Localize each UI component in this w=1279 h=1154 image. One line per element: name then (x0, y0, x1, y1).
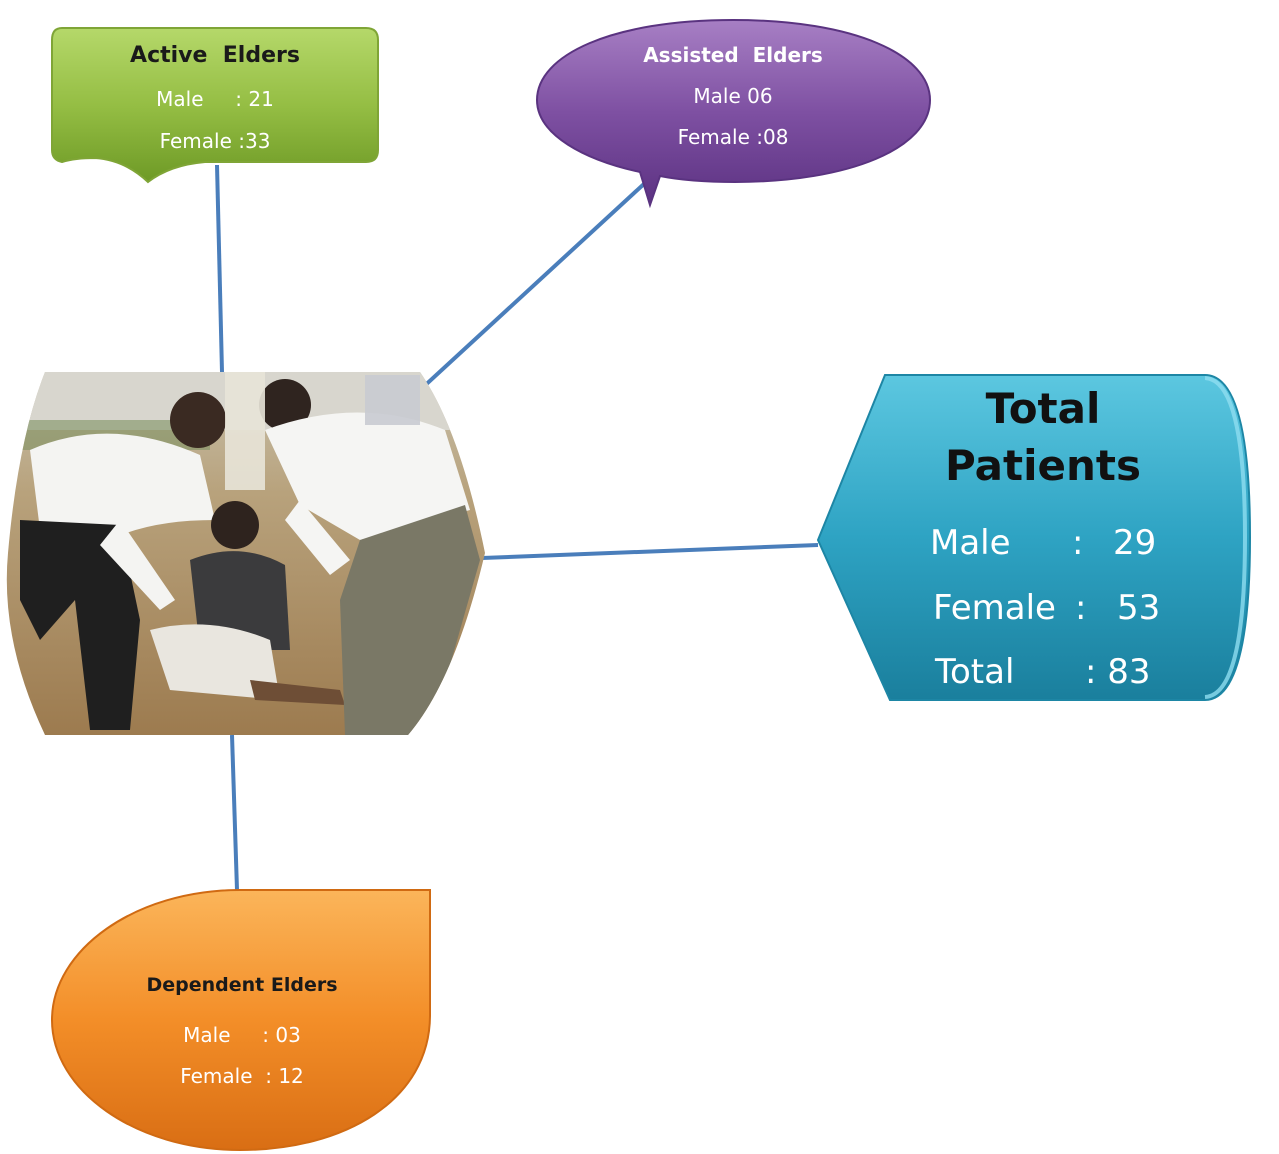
connector-active-elders (215, 164, 224, 373)
assisted-elders-male: Male 06 (693, 84, 772, 108)
assisted-elders-female: Female :08 (678, 125, 789, 149)
active-elders-male: Male : 21 (156, 87, 274, 111)
assisted-elders-title: Assisted Elders (643, 43, 823, 67)
total-patients-total-value: : 83 (1085, 652, 1151, 692)
connector-dependent-elders (230, 734, 239, 891)
total-patients-male-label: Male (930, 523, 1011, 563)
total-patients-female-label: Female (933, 588, 1056, 628)
dependent-elders-callout: Dependent Elders Male : 03 Female : 12 (50, 889, 431, 1152)
connectors (215, 164, 819, 891)
total-patients-male-value: 29 (1113, 523, 1156, 563)
total-patients-female-value: 53 (1117, 588, 1160, 628)
assisted-elders-callout: Assisted Elders Male 06 Female :08 (535, 18, 932, 209)
connector-assisted-elders (418, 181, 647, 392)
dependent-elders-title: Dependent Elders (146, 974, 337, 996)
total-patients-title-line1: Total (986, 384, 1101, 433)
dependent-elders-male: Male : 03 (183, 1023, 301, 1047)
person-right-illustration (259, 379, 480, 735)
dependent-elders-female: Female : 12 (180, 1064, 304, 1088)
total-patients-callout: Total Patients Male : 29 Female : 53 Tot… (816, 374, 1252, 701)
seated-elder-illustration (150, 501, 345, 705)
active-elders-callout: Active Elders Male : 21 Female :33 (51, 27, 379, 184)
total-patients-male-sep: : (1072, 523, 1083, 563)
total-patients-total-label: Total (934, 652, 1014, 692)
total-patients-title-line2: Patients (945, 441, 1141, 490)
person-left-illustration (20, 392, 226, 730)
active-elders-female: Female :33 (160, 129, 271, 153)
connector-total-patients (481, 543, 819, 560)
total-patients-female-sep: : (1075, 588, 1086, 628)
center-photo (6, 372, 486, 735)
active-elders-title: Active Elders (130, 43, 300, 68)
